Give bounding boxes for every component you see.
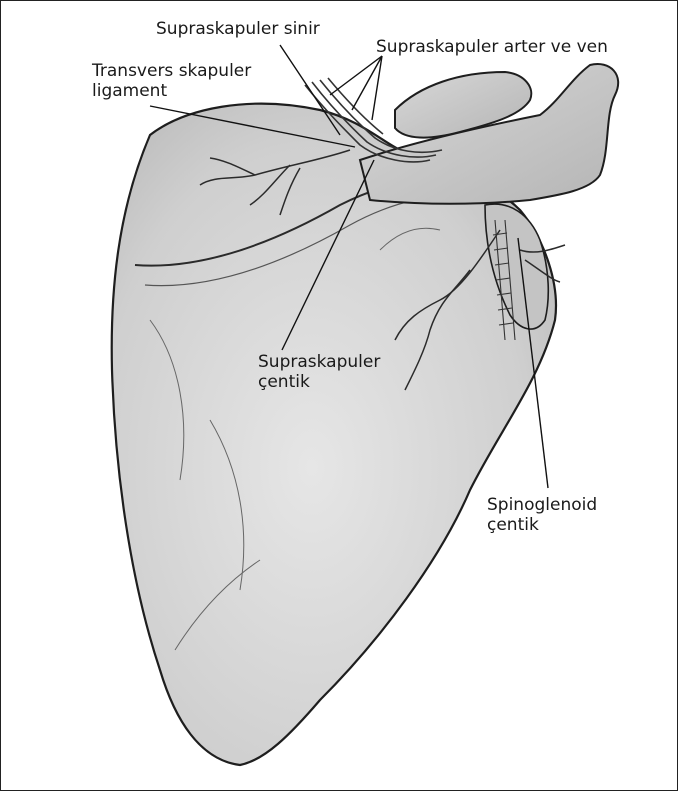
label-transverse-ligament: Transvers skapuler ligament xyxy=(92,61,251,101)
label-suprascapular-notch: Supraskapuler çentik xyxy=(258,352,380,392)
label-suprascapular-nerve: Supraskapuler sinir xyxy=(156,19,320,39)
label-suprascapular-artery-vein: Supraskapuler arter ve ven xyxy=(376,37,608,57)
leader-artery-vein-1 xyxy=(330,56,382,95)
label-spinoglenoid-notch: Spinoglenoid çentik xyxy=(487,495,597,535)
